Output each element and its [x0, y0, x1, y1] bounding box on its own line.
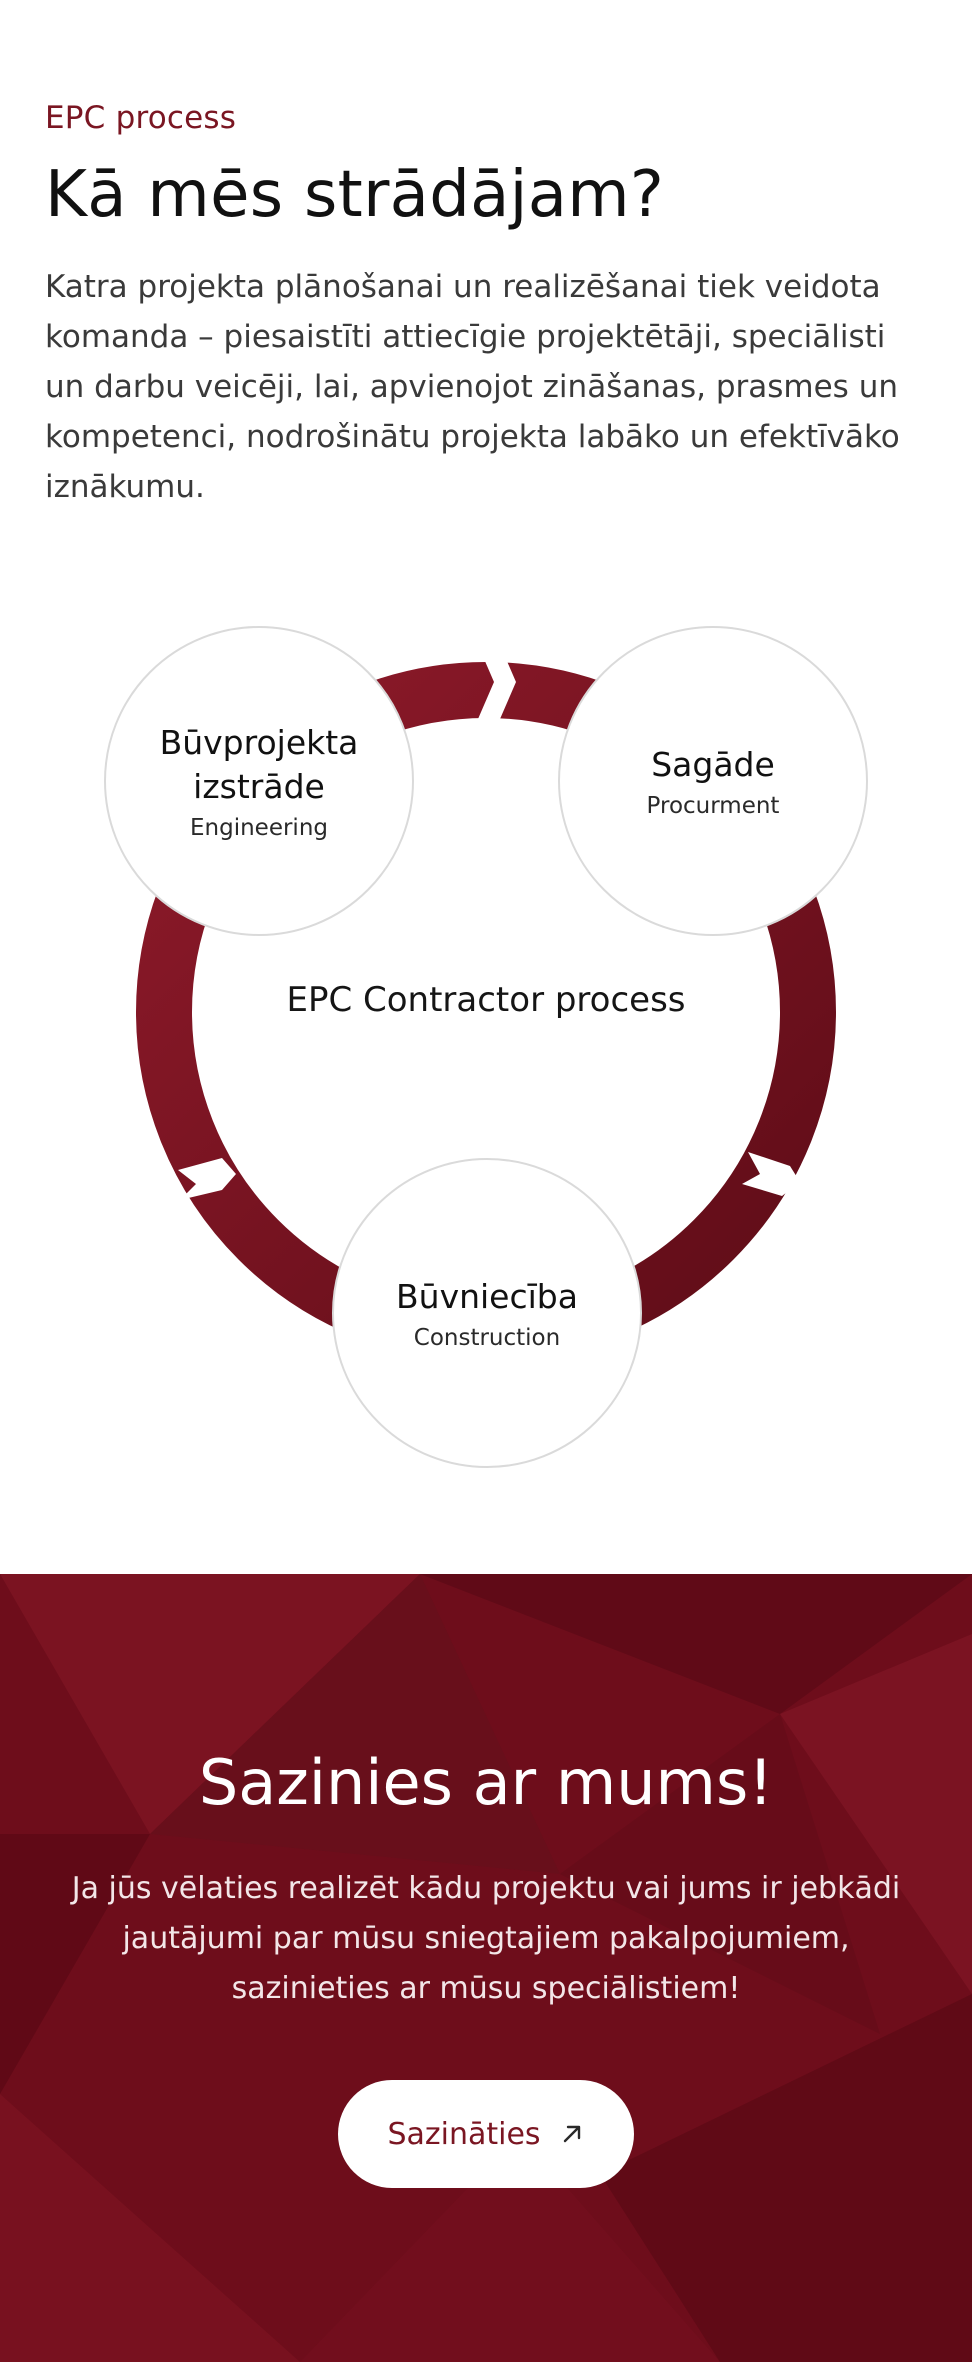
ring-separators: [178, 645, 800, 1200]
process-step-engineering: Būvprojekta izstrāde Engineering: [104, 626, 414, 936]
ring-chevron-left: [178, 1158, 236, 1200]
arrow-up-right-icon: [559, 2121, 585, 2147]
ring-chevron-top: [478, 645, 516, 719]
process-step-construction: Būvniecība Construction: [332, 1158, 642, 1468]
section-eyebrow: EPC process: [45, 100, 237, 136]
contact-button-label: Sazināties: [387, 2116, 541, 2152]
contact-background-pattern: [0, 1574, 972, 2362]
contact-title: Sazinies ar mums!: [198, 1746, 774, 1819]
contact-button[interactable]: Sazināties: [338, 2080, 634, 2188]
process-diagram: EPC Contractor process Būvprojekta izstr…: [0, 600, 972, 1500]
step-title: Būvprojekta izstrāde: [159, 723, 359, 806]
step-title: Būvniecība: [396, 1277, 578, 1316]
process-step-procurement: Sagāde Procurment: [558, 626, 868, 936]
process-center-label: EPC Contractor process: [286, 980, 686, 1020]
contact-section: Sazinies ar mums! Ja jūs vēlaties realiz…: [0, 1574, 972, 2362]
page-title: Kā mēs strādājam?: [45, 158, 665, 232]
step-title: Sagāde: [651, 745, 775, 784]
step-subtitle: Procurment: [646, 793, 780, 819]
step-subtitle: Engineering: [190, 815, 328, 841]
contact-description: Ja jūs vēlaties realizēt kādu projektu v…: [71, 1871, 901, 2006]
intro-paragraph: Katra projekta plānošanai un realizēšana…: [45, 269, 900, 505]
step-subtitle: Construction: [413, 1325, 561, 1351]
ring-chevron-right: [742, 1152, 800, 1196]
